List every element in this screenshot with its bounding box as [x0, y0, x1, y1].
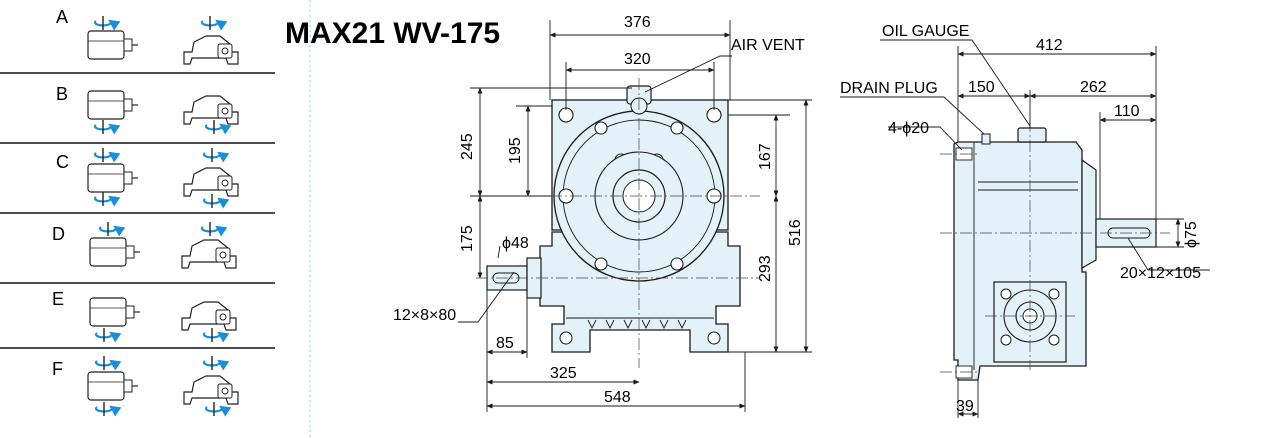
oil-gauge-boss — [1017, 127, 1047, 143]
dim-front-shaft-key: 12×8×80 — [393, 307, 456, 324]
dim-top-overall: 376 — [624, 14, 651, 31]
dim-bolt-holes: 4-ϕ20 — [888, 120, 929, 137]
mounting-front-icon — [183, 35, 239, 65]
mounting-table: A B C D E F — [0, 0, 311, 438]
rotation-arrow-icon — [206, 402, 222, 416]
dim-side-shaft-len: 110 — [1114, 103, 1140, 120]
rotation-arrow-icon — [95, 120, 111, 134]
rotation-arrow-icon — [204, 194, 220, 208]
position-label-f: F — [52, 359, 63, 379]
mounting-front-icon — [183, 375, 239, 405]
dim-left-lower: 175 — [459, 225, 476, 252]
mounting-side-icon — [87, 90, 139, 120]
rotation-arrow-icon — [95, 148, 111, 162]
bolt-hole — [706, 107, 722, 123]
rotation-arrow-icon — [96, 402, 112, 416]
air-vent-label: AIR VENT — [731, 37, 805, 54]
dim-right-lower: 293 — [757, 255, 774, 282]
rotation-arrow-icon — [202, 222, 218, 236]
rotation-arrow-icon — [96, 356, 112, 370]
rotation-arrow-icon — [204, 328, 220, 342]
mounting-side-icon — [87, 30, 139, 60]
dim-side-overall: 412 — [1036, 37, 1063, 54]
mounting-side-icon — [89, 237, 141, 267]
dim-front-shaft-len: 85 — [496, 335, 514, 352]
mounting-side-icon — [89, 297, 141, 327]
dim-left-upper: 245 — [459, 133, 476, 160]
side-cover — [1081, 158, 1097, 270]
foot-hole — [559, 331, 573, 345]
rotation-arrow-icon — [202, 16, 218, 30]
rotation-arrow-icon — [204, 356, 220, 370]
rotation-arrow-icon — [206, 120, 222, 134]
foot-hole — [707, 331, 721, 345]
rotation-arrow-icon — [95, 192, 111, 206]
front-view: 376 320 AIR VENT 245 195 175 167 293 516… — [393, 14, 812, 412]
dim-bottom-overall: 548 — [604, 389, 631, 406]
dim-center-dist: 325 — [550, 365, 577, 382]
rotation-arrow-icon — [96, 328, 112, 342]
rotation-arrow-icon — [100, 222, 116, 236]
dim-side-right: 262 — [1080, 79, 1107, 96]
position-label-b: B — [56, 84, 68, 104]
drawing-title: MAX21 WV-175 — [285, 17, 500, 50]
mounting-front-icon — [183, 167, 239, 197]
rotation-arrow-icon — [95, 16, 111, 30]
bolt-hole — [558, 107, 574, 123]
mounting-side-icon — [87, 371, 139, 401]
drain-plug — [981, 133, 991, 145]
position-label-c: C — [56, 152, 69, 172]
side-view: OIL GAUGE 412 DRAIN PLUG 150 262 110 4-ϕ… — [840, 23, 1210, 418]
position-label-a: A — [56, 7, 68, 27]
dim-base-thick: 39 — [956, 398, 974, 415]
dim-right-overall: 516 — [787, 219, 804, 246]
mounting-side-icon — [87, 163, 139, 193]
dim-side-shaft-dia: ϕ75 — [1183, 221, 1200, 248]
dim-side-shaft-key: 20×12×105 — [1120, 265, 1201, 282]
drain-plug-label: DRAIN PLUG — [840, 80, 938, 97]
dim-left-mid: 195 — [507, 137, 524, 164]
dim-right-upper: 167 — [757, 143, 774, 170]
mounting-front-icon — [181, 239, 237, 269]
dim-top-inner: 320 — [624, 51, 651, 68]
rotation-arrow-icon — [204, 148, 220, 162]
mounting-front-icon — [183, 95, 239, 125]
oil-gauge-label: OIL GAUGE — [882, 23, 969, 40]
position-label-d: D — [52, 224, 65, 244]
dim-side-left: 150 — [968, 79, 995, 96]
position-label-e: E — [52, 289, 64, 309]
dim-front-shaft-dia: ϕ48 — [502, 235, 529, 252]
mounting-front-icon — [181, 301, 237, 331]
